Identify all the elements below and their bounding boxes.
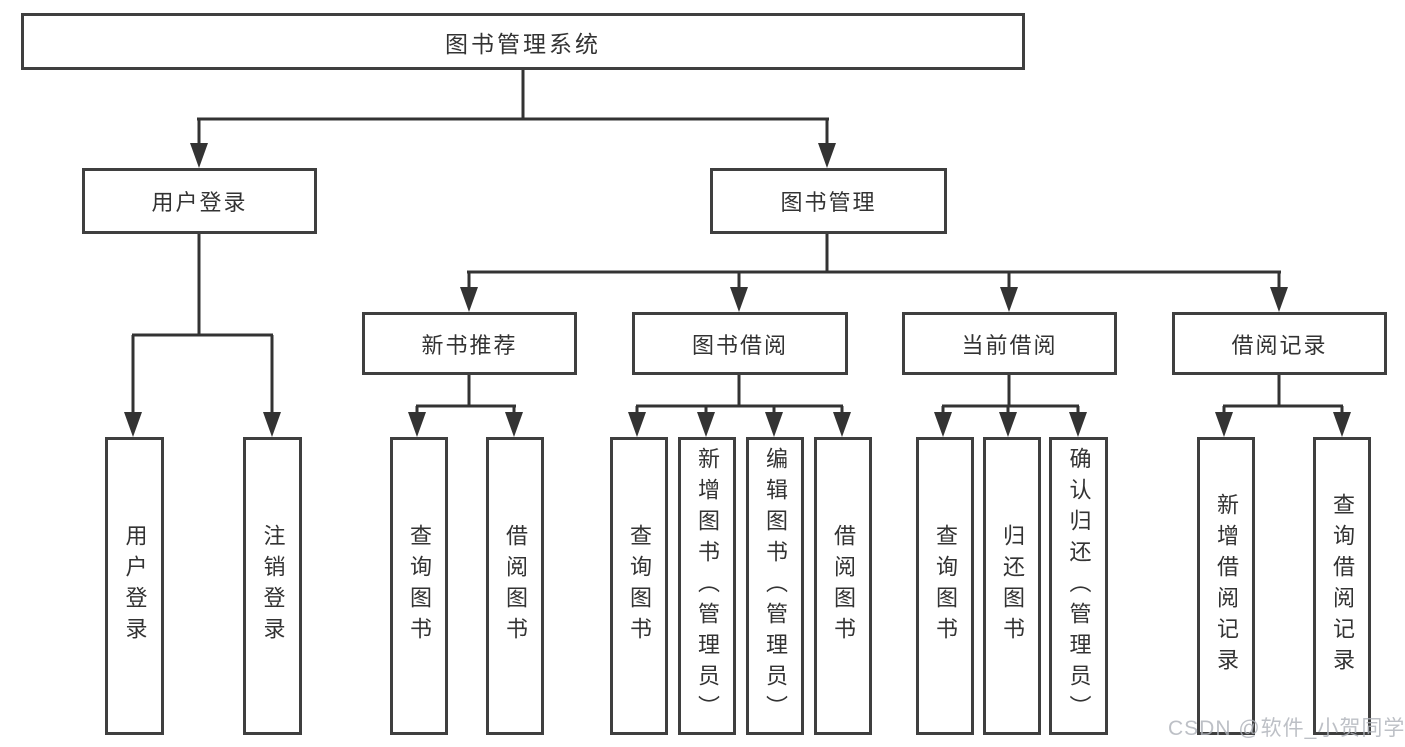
node-label: 新增借阅记录 bbox=[1214, 493, 1239, 679]
edge-userlogin-to-leaves bbox=[131, 234, 274, 416]
node-label: 图书管理系统 bbox=[445, 30, 601, 57]
leaf-query-books-current: 查询图书 bbox=[916, 437, 974, 735]
leaf-borrow-books-recommend: 借阅图书 bbox=[486, 437, 544, 735]
arrow-down-icon bbox=[818, 143, 836, 168]
leaf-logout: 注销登录 bbox=[243, 437, 302, 735]
arrow-down-icon bbox=[999, 412, 1017, 437]
node-book-management: 图书管理 bbox=[710, 168, 947, 234]
edge-currentborrow-to-leaves bbox=[941, 375, 1080, 416]
node-label: 新增图书（管理员） bbox=[695, 446, 720, 726]
leaf-query-books-recommend: 查询图书 bbox=[390, 437, 448, 735]
node-new-book-recommendation: 新书推荐 bbox=[362, 312, 577, 375]
edge-borrowrecords-to-leaves bbox=[1222, 375, 1344, 416]
arrow-down-icon bbox=[124, 412, 142, 437]
leaf-edit-books-admin: 编辑图书（管理员） bbox=[746, 437, 804, 735]
node-label: 确认归还（管理员） bbox=[1066, 446, 1092, 726]
leaf-add-borrow-record: 新增借阅记录 bbox=[1197, 437, 1255, 735]
leaf-user-login: 用户登录 bbox=[105, 437, 164, 735]
node-current-borrowing: 当前借阅 bbox=[902, 312, 1117, 375]
edge-newbook-to-leaves bbox=[415, 375, 516, 416]
arrow-down-icon bbox=[833, 412, 851, 437]
node-label: 借阅图书 bbox=[503, 524, 528, 648]
arrow-down-icon bbox=[190, 143, 208, 168]
arrow-down-icon bbox=[730, 287, 748, 312]
arrow-down-icon bbox=[1270, 287, 1288, 312]
node-label: 图书管理 bbox=[780, 190, 877, 215]
node-label: 查询图书 bbox=[933, 524, 958, 648]
node-label: 新书推荐 bbox=[421, 332, 518, 358]
node-label: 查询借阅记录 bbox=[1330, 493, 1355, 679]
node-label: 查询图书 bbox=[627, 524, 652, 648]
watermark: CSDN @软件_小贺同学 bbox=[1168, 717, 1405, 740]
node-label: 查询图书 bbox=[407, 524, 432, 648]
leaf-borrow-books: 借阅图书 bbox=[814, 437, 872, 735]
arrow-down-icon bbox=[1069, 412, 1087, 437]
node-book-borrowing: 图书借阅 bbox=[632, 312, 848, 375]
node-label: 用户登录 bbox=[151, 190, 248, 215]
node-label: 当前借阅 bbox=[961, 332, 1058, 358]
node-label: 借阅图书 bbox=[831, 524, 856, 648]
node-label: 借阅记录 bbox=[1231, 332, 1328, 358]
node-label: 用户登录 bbox=[122, 524, 148, 648]
node-label: 归还图书 bbox=[1000, 524, 1025, 648]
arrow-down-icon bbox=[408, 412, 426, 437]
node-user-login: 用户登录 bbox=[82, 168, 317, 234]
arrow-down-icon bbox=[263, 412, 281, 437]
edge-bookborrow-to-leaves bbox=[635, 375, 844, 416]
arrow-down-icon bbox=[1215, 412, 1233, 437]
node-label: 注销登录 bbox=[260, 524, 286, 648]
leaf-confirm-return-admin: 确认归还（管理员） bbox=[1049, 437, 1108, 735]
node-library-management-system: 图书管理系统 bbox=[21, 13, 1025, 70]
node-label: 编辑图书（管理员） bbox=[763, 446, 788, 726]
leaf-query-books-borrowing: 查询图书 bbox=[610, 437, 668, 735]
arrow-down-icon bbox=[697, 412, 715, 437]
arrow-down-icon bbox=[628, 412, 646, 437]
arrow-down-icon bbox=[460, 287, 478, 312]
edge-bookmgmt-to-level3 bbox=[467, 234, 1281, 291]
edge-root-to-level2 bbox=[197, 70, 829, 146]
arrow-down-icon bbox=[505, 412, 523, 437]
arrow-down-icon bbox=[1000, 287, 1018, 312]
leaf-return-books: 归还图书 bbox=[983, 437, 1041, 735]
leaf-query-borrow-record: 查询借阅记录 bbox=[1313, 437, 1371, 735]
leaf-add-books-admin: 新增图书（管理员） bbox=[678, 437, 736, 735]
node-label: 图书借阅 bbox=[691, 332, 788, 358]
arrow-down-icon bbox=[765, 412, 783, 437]
node-borrowing-records: 借阅记录 bbox=[1172, 312, 1387, 375]
arrow-down-icon bbox=[1333, 412, 1351, 437]
arrow-down-icon bbox=[934, 412, 952, 437]
